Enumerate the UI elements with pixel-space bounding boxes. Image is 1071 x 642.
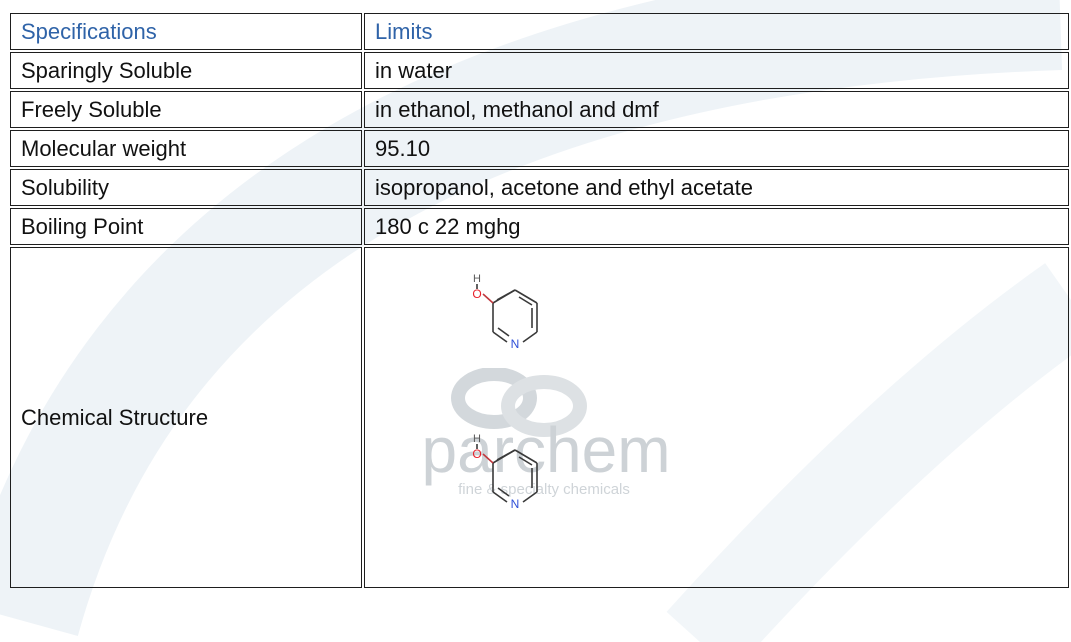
oxygen-atom-label: O xyxy=(472,287,481,301)
spec-cell: Sparingly Soluble xyxy=(10,52,362,89)
spec-cell: Solubility xyxy=(10,169,362,206)
header-specifications: Specifications xyxy=(10,13,362,50)
spec-cell: Boiling Point xyxy=(10,208,362,245)
header-limits: Limits xyxy=(364,13,1069,50)
limit-cell: in water xyxy=(364,52,1069,89)
structure-image-cell: parchem fine & specialty chemicals xyxy=(364,247,1069,588)
molecule-structure-image: H O N xyxy=(472,273,538,351)
limit-cell: in ethanol, methanol and dmf xyxy=(364,91,1069,128)
oxygen-atom-label: O xyxy=(472,447,481,461)
spec-cell: Freely Soluble xyxy=(10,91,362,128)
table-row: Freely Soluble in ethanol, methanol and … xyxy=(10,91,1069,128)
hydrogen-atom-label: H xyxy=(473,273,481,285)
spec-cell: Molecular weight xyxy=(10,130,362,167)
structure-label-cell: Chemical Structure xyxy=(10,247,362,588)
limit-cell: 95.10 xyxy=(364,130,1069,167)
table-row: Molecular weight 95.10 xyxy=(10,130,1069,167)
limit-cell: isopropanol, acetone and ethyl acetate xyxy=(364,169,1069,206)
table-header-row: Specifications Limits xyxy=(10,13,1069,50)
table-row: Boiling Point 180 c 22 mghg xyxy=(10,208,1069,245)
specifications-table: Specifications Limits Sparingly Soluble … xyxy=(8,11,1071,590)
molecule-structure-image: H O N xyxy=(472,433,538,511)
table-row: Solubility isopropanol, acetone and ethy… xyxy=(10,169,1069,206)
hydrogen-atom-label: H xyxy=(473,433,481,445)
table-row-structure: Chemical Structure parchem fine & specia… xyxy=(10,247,1069,588)
nitrogen-atom-label: N xyxy=(511,497,520,511)
table-row: Sparingly Soluble in water xyxy=(10,52,1069,89)
nitrogen-atom-label: N xyxy=(511,337,520,351)
limit-cell: 180 c 22 mghg xyxy=(364,208,1069,245)
